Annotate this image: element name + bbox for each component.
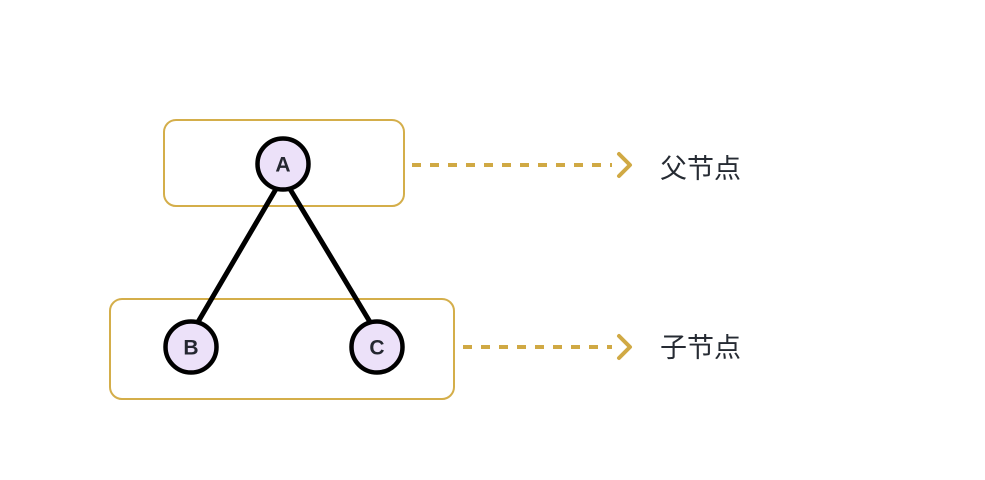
node-c[interactable]: C	[349, 319, 405, 375]
node-b-label: B	[183, 337, 198, 360]
child-annotation: 子节点	[463, 333, 741, 363]
parent-annotation: 父节点	[412, 152, 741, 184]
tree-edge-a-c	[287, 186, 373, 325]
child-annotation-label: 子节点	[660, 333, 741, 363]
node-c-circle[interactable]	[349, 319, 405, 375]
tree-edge-a-b	[195, 186, 279, 325]
node-b-circle[interactable]	[163, 319, 219, 375]
child-annotation-arrowhead-icon	[617, 334, 632, 360]
node-a-label: A	[275, 154, 290, 177]
node-a-circle[interactable]	[255, 136, 311, 192]
parent-annotation-label: 父节点	[660, 154, 741, 184]
node-a[interactable]: A	[255, 136, 311, 192]
child-node-group-box	[109, 298, 455, 400]
parent-annotation-arrowhead-icon	[617, 152, 632, 178]
node-b[interactable]: B	[163, 319, 219, 375]
node-c-label: C	[369, 337, 384, 360]
parent-node-group-box	[163, 119, 405, 207]
